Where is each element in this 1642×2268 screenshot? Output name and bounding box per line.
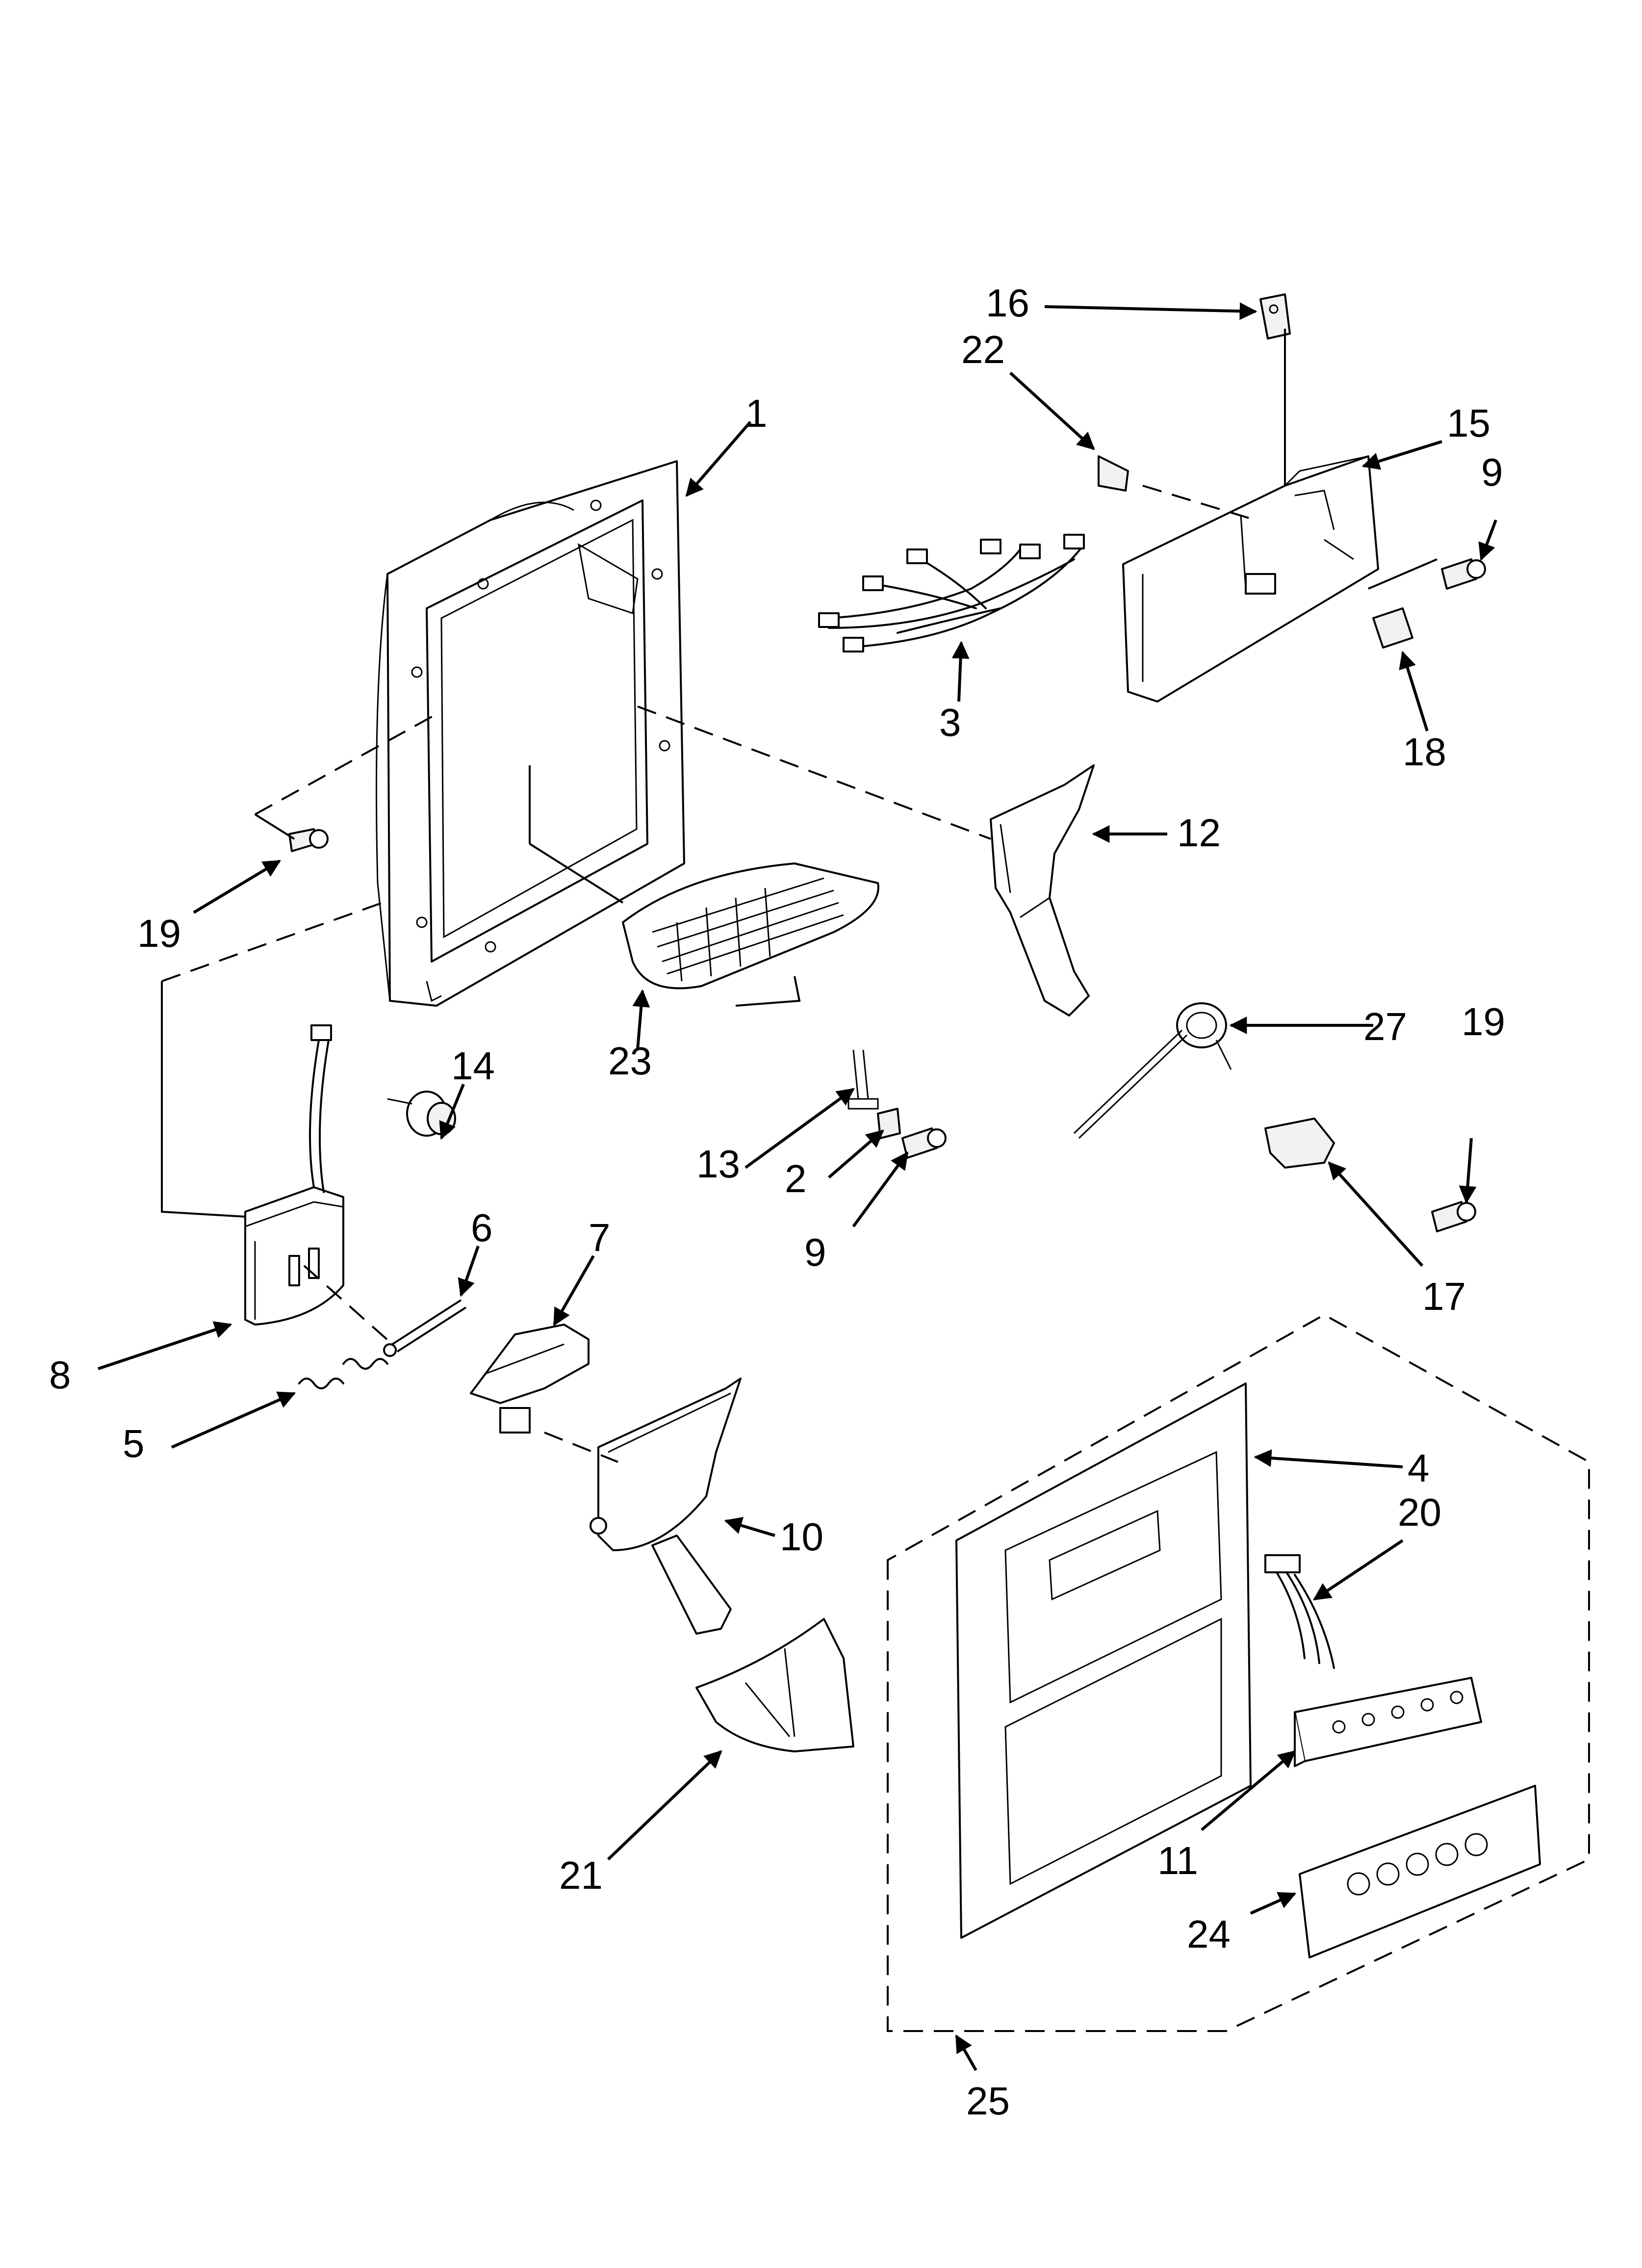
callout-3: 3 — [939, 701, 961, 744]
part-19-screw-left — [288, 828, 329, 852]
part-8-motor — [244, 1024, 344, 1326]
leader-lines — [98, 302, 1497, 2071]
part-6-pin — [383, 1299, 467, 1357]
part-22-cap — [1098, 455, 1129, 492]
callout-7: 7 — [589, 1216, 611, 1259]
callout-19b: 19 — [1462, 1000, 1505, 1043]
part-20-wiring — [1264, 1554, 1335, 1669]
callout-9b: 9 — [804, 1230, 826, 1274]
part-27-lever-assembly — [1073, 1002, 1232, 1139]
callout-22: 22 — [961, 328, 1005, 371]
callout-labels: 1 2 3 4 5 6 7 8 9 9 10 11 12 13 14 15 16… — [49, 281, 1505, 2123]
part-19-screw-right — [1431, 1201, 1476, 1232]
callout-2: 2 — [785, 1157, 807, 1200]
callout-27: 27 — [1363, 1005, 1407, 1048]
part-1-housing-frame — [376, 460, 685, 1007]
part-23-drip-tray — [622, 862, 879, 990]
part-3-wire-harness — [818, 534, 1085, 652]
callout-11: 11 — [1157, 1839, 1198, 1882]
callout-6: 6 — [471, 1206, 493, 1250]
callout-1: 1 — [745, 391, 768, 435]
part-16-switch — [1259, 293, 1291, 339]
part-12-actuator-arm — [990, 764, 1095, 1017]
callout-8: 8 — [49, 1353, 71, 1397]
callout-10: 10 — [780, 1515, 823, 1559]
part-5-springs — [298, 1358, 388, 1389]
callout-13: 13 — [696, 1142, 740, 1186]
callout-23: 23 — [608, 1039, 652, 1083]
part-17-clip — [1264, 1118, 1335, 1169]
part-21-ice-cup — [695, 1618, 854, 1752]
callout-19a: 19 — [137, 912, 181, 955]
part-13-spring — [847, 1049, 879, 1110]
callout-14: 14 — [451, 1044, 495, 1088]
construction-lines — [161, 329, 1437, 1463]
callout-12: 12 — [1177, 811, 1221, 855]
part-10-chute-door — [590, 1378, 742, 1635]
callout-9a: 9 — [1481, 450, 1503, 494]
part-9-screw-middle — [901, 1127, 947, 1159]
part-4-front-panel — [955, 1382, 1252, 1939]
part-24-control-overlay — [1299, 1785, 1541, 1958]
callout-25: 25 — [966, 2079, 1010, 2123]
part-11-control-board — [1294, 1677, 1482, 1767]
callout-5: 5 — [123, 1422, 145, 1465]
callout-17: 17 — [1422, 1275, 1466, 1318]
callout-24: 24 — [1187, 1912, 1231, 1956]
part-7-hinge — [470, 1324, 590, 1434]
callout-15: 15 — [1447, 401, 1490, 445]
callout-21: 21 — [559, 1853, 603, 1897]
part-18-lamp — [1372, 607, 1413, 649]
callout-16: 16 — [986, 281, 1029, 325]
part-15-bracket — [1122, 455, 1379, 703]
callout-4: 4 — [1408, 1446, 1430, 1490]
callout-20: 20 — [1398, 1490, 1441, 1534]
assembly-25-outline — [887, 1313, 1590, 2032]
part-9-screw-upper — [1441, 558, 1486, 590]
callout-18: 18 — [1403, 730, 1446, 774]
